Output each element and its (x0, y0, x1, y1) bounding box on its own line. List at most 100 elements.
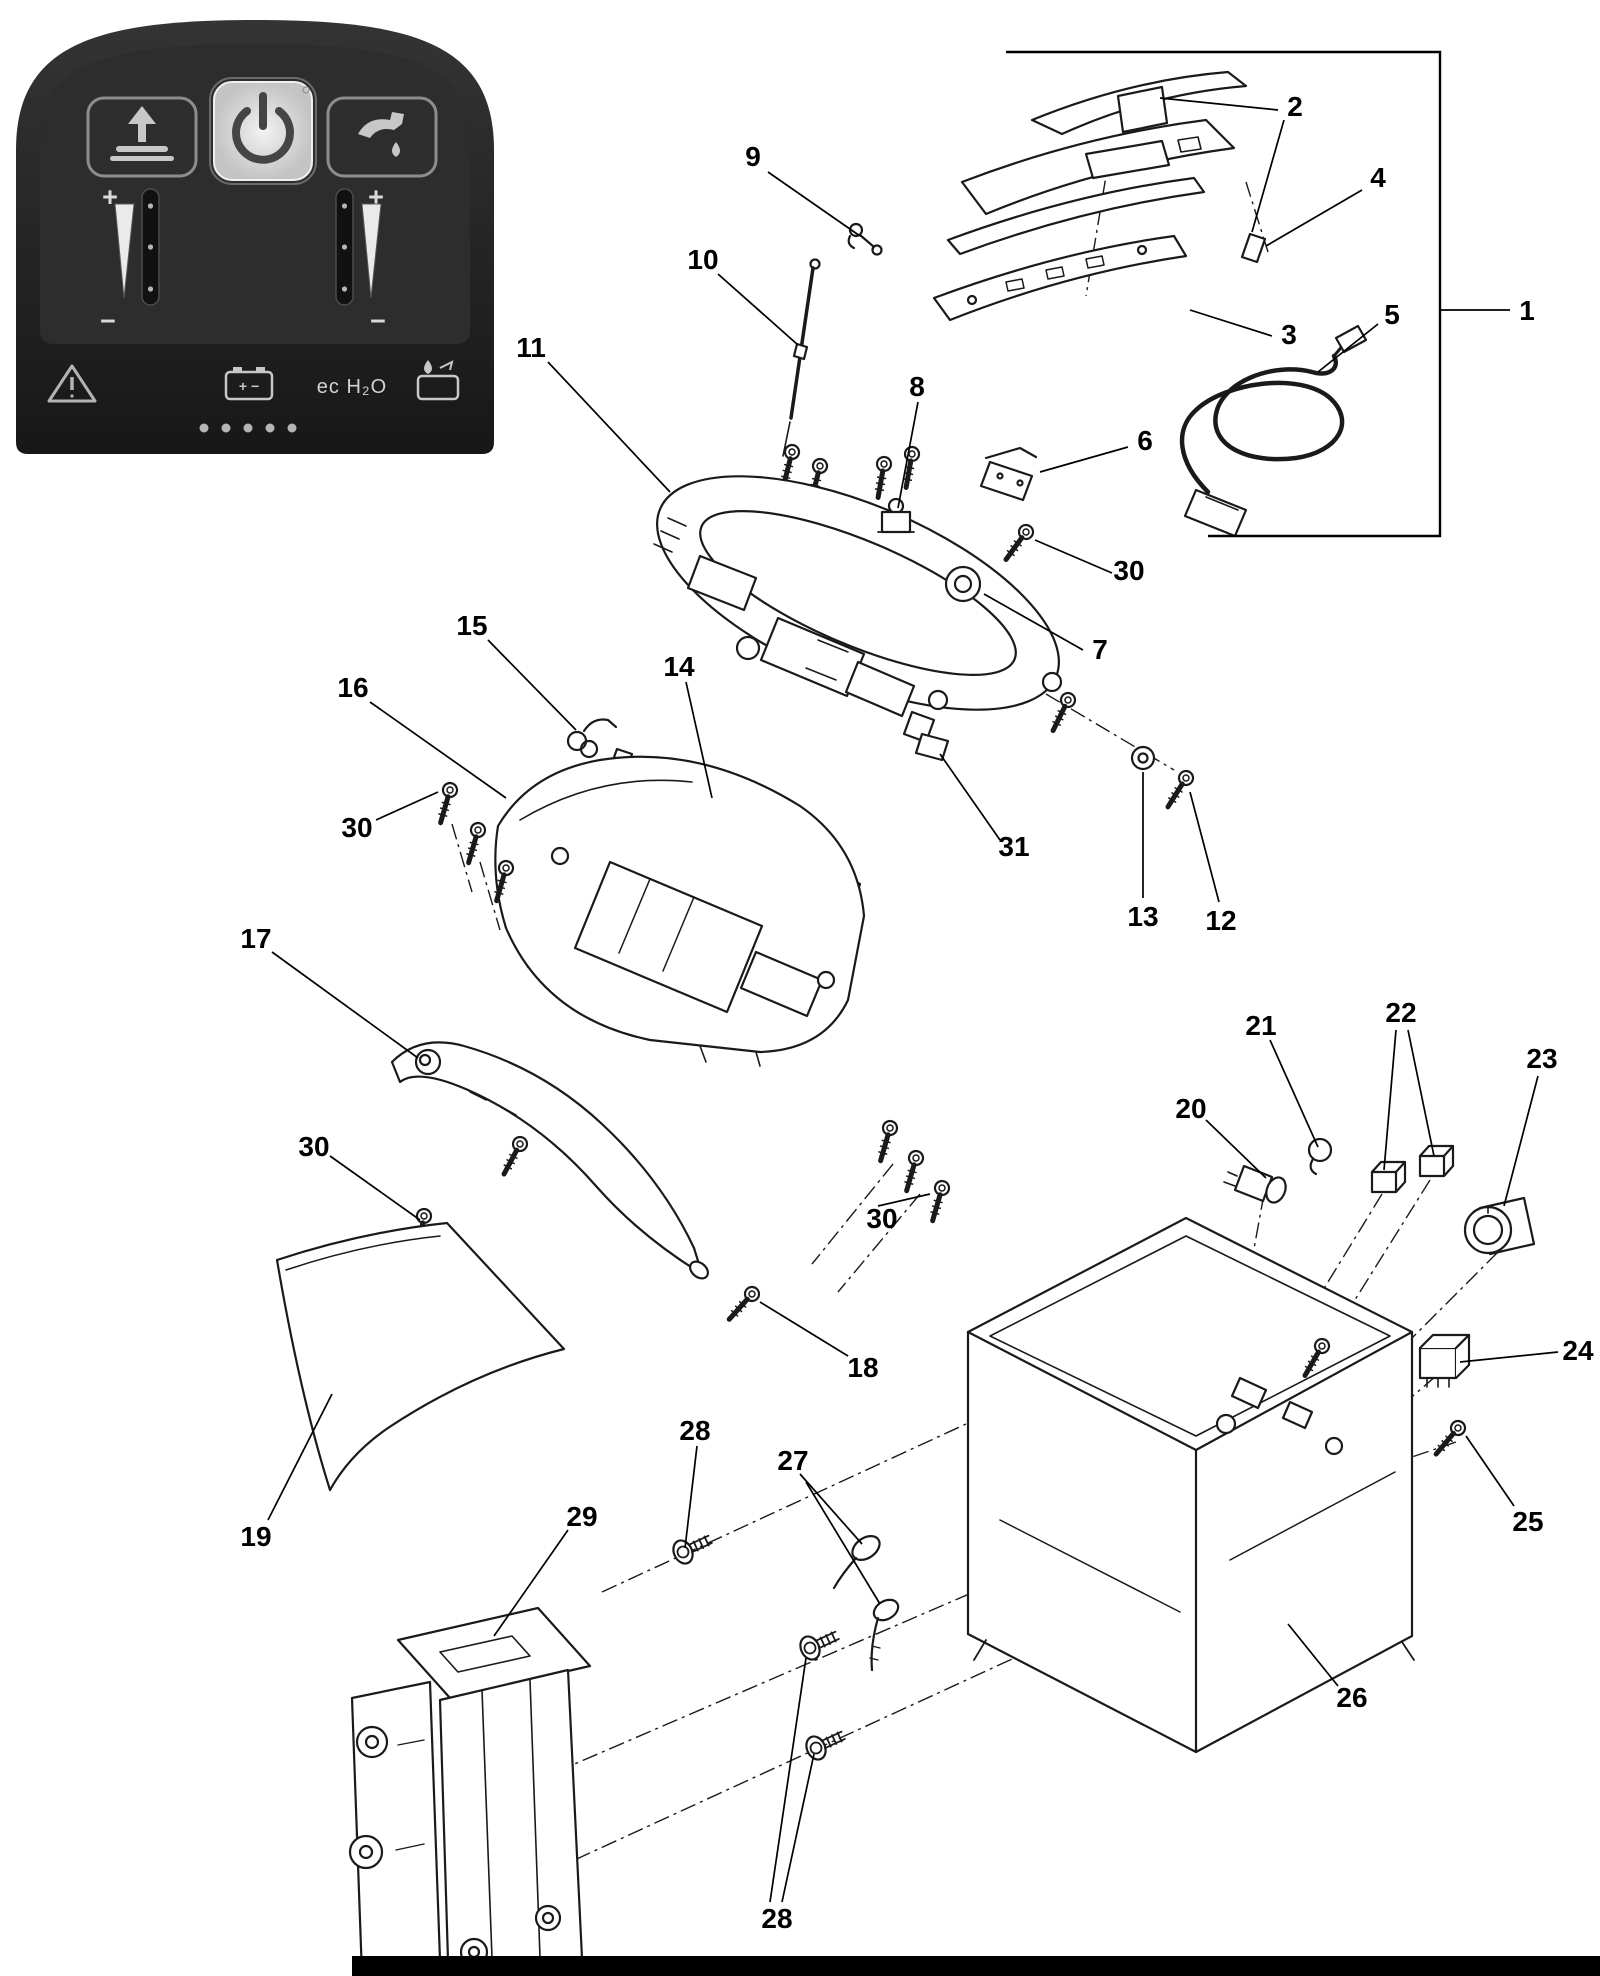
callout-5: 5 (1384, 299, 1400, 330)
callout-1: 1 (1519, 295, 1535, 326)
callout-4: 4 (1370, 162, 1386, 193)
callout-7: 7 (1092, 634, 1108, 665)
part-switches-22 (1370, 1144, 1455, 1194)
battery-fluid-icon (416, 360, 460, 401)
callout-30-a: 30 (1113, 555, 1144, 586)
battery-icon: + − (224, 367, 274, 401)
callout-31: 31 (998, 831, 1029, 862)
gauge-needle (361, 203, 382, 299)
part-spring-15 (566, 718, 618, 759)
part-bolt-28 (801, 1723, 850, 1764)
part-switch-8 (877, 497, 915, 534)
part-cable-ties-27 (832, 1535, 900, 1672)
part-ring-21 (1307, 1137, 1333, 1176)
part-switch-6 (979, 446, 1038, 502)
part-31 (914, 732, 950, 762)
callout-14: 14 (663, 651, 695, 682)
right-slider: + − (335, 182, 386, 336)
leader-lines (267, 50, 1559, 1903)
callout-12: 12 (1205, 905, 1236, 936)
minus-label: − (100, 306, 116, 336)
part-screw-30 (462, 821, 487, 864)
battery-terminals-label: + − (239, 378, 259, 394)
part-bracket-29 (348, 1606, 592, 1976)
registered-mark-icon (302, 86, 310, 94)
callout-16: 16 (337, 672, 368, 703)
squeegee-lift-icon (110, 106, 174, 161)
callout-25: 25 (1512, 1506, 1543, 1537)
callout-20: 20 (1175, 1093, 1206, 1124)
part-screw-30 (434, 781, 459, 824)
callout-23: 23 (1526, 1043, 1557, 1074)
callout-13: 13 (1127, 901, 1158, 932)
part-display-lens (1030, 70, 1248, 136)
part-screw-25 (1431, 1418, 1468, 1458)
brand-text: ec H₂O (317, 376, 387, 398)
callout-17: 17 (240, 923, 271, 954)
callout-27: 27 (777, 1445, 808, 1476)
control-panel: + − + − + − ec H₂O (16, 20, 494, 454)
part-display-gasket (946, 176, 1206, 256)
part-display-board (932, 234, 1188, 322)
part-console-base-16 (494, 755, 866, 1067)
part-console-top-11 (653, 475, 1063, 744)
callout-6: 6 (1137, 425, 1153, 456)
plus-label: + (102, 182, 118, 212)
callout-18: 18 (847, 1352, 878, 1383)
part-connector-23 (1463, 1196, 1536, 1256)
minus-label: − (370, 306, 386, 336)
callout-21: 21 (1245, 1010, 1276, 1041)
part-panel-sheet-19 (275, 1221, 566, 1492)
water-button (326, 96, 438, 178)
callout-26: 26 (1336, 1682, 1367, 1713)
part-screw-30 (926, 1179, 951, 1222)
part-screw-30 (1000, 522, 1035, 563)
callout-3: 3 (1281, 319, 1297, 350)
callout-11: 11 (516, 332, 546, 363)
callout-28-b: 28 (761, 1903, 792, 1934)
left-slider: + − (100, 182, 160, 336)
power-icon (232, 92, 294, 164)
callout-30-c: 30 (298, 1131, 329, 1162)
callout-24: 24 (1562, 1335, 1594, 1366)
part-bolt-28 (668, 1527, 717, 1568)
part-screw-12 (1162, 768, 1196, 810)
callout-9: 9 (745, 141, 761, 172)
squeegee-button (86, 96, 198, 178)
gauge-needle (114, 203, 135, 299)
part-trim-17 (390, 1041, 709, 1280)
part-screw-30 (900, 1149, 925, 1192)
callout-29: 29 (566, 1501, 597, 1532)
part-spacer-4 (1240, 232, 1267, 264)
screw-icon (498, 1135, 530, 1178)
part-rod-10 (782, 258, 821, 457)
group-bracket-1 (1006, 50, 1442, 538)
callout-labels: 1 2 3 4 5 6 7 8 9 10 11 12 13 14 15 16 1… (240, 91, 1594, 1934)
callout-30-b: 30 (341, 812, 372, 843)
water-flow-icon (358, 112, 404, 157)
callout-30-d: 30 (866, 1203, 897, 1234)
screw-icon (871, 456, 892, 499)
power-button (209, 77, 317, 185)
callout-22: 22 (1385, 997, 1416, 1028)
callout-2: 2 (1287, 91, 1303, 122)
part-clip-9 (847, 222, 883, 256)
part-screw-30 (874, 1119, 899, 1162)
parts-art (275, 70, 1536, 1976)
part-knob-7 (944, 565, 982, 603)
part-usb-cable (1179, 342, 1346, 495)
part-display-housing (960, 118, 1236, 216)
callout-19: 19 (240, 1521, 271, 1552)
callout-10: 10 (687, 244, 718, 275)
bottom-bar (352, 1956, 1600, 1976)
warning-triangle-icon (47, 364, 97, 403)
part-relay-24 (1418, 1333, 1471, 1388)
page-indicator-dots (199, 423, 297, 433)
part-screw-18 (724, 1284, 762, 1324)
callout-28-a: 28 (679, 1415, 710, 1446)
part-bolt-28 (795, 1623, 844, 1664)
callout-15: 15 (456, 610, 487, 641)
callout-8: 8 (909, 371, 925, 402)
